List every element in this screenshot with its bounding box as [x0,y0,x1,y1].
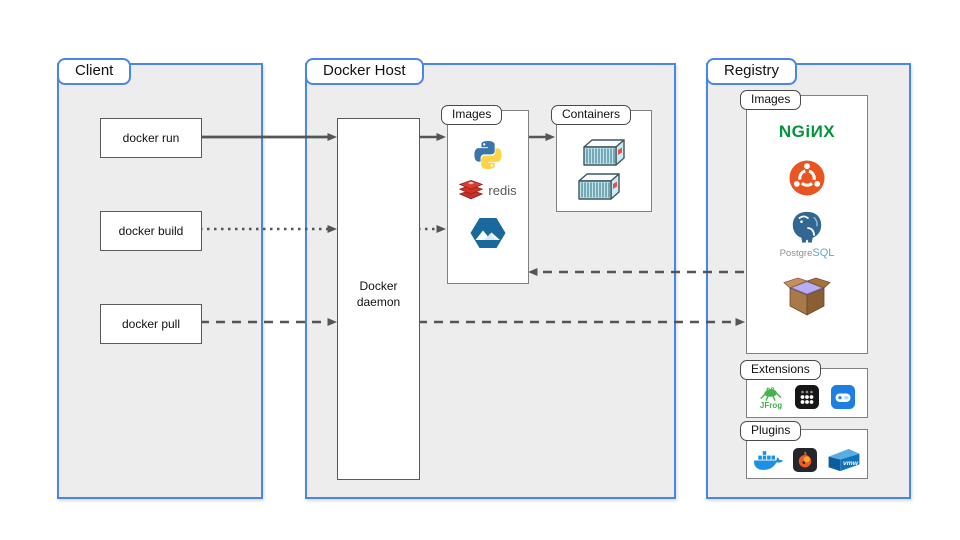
client-label: Client [75,62,114,79]
registry-images-box: NGiИX PostgreSQL [746,95,868,354]
postgresql-wordmark-blue: SQL [812,247,835,259]
postgresql-logo [792,211,822,243]
registry-images-tab: Images [740,90,802,110]
registry-section-tab: Registry [706,58,798,85]
container-icon [583,139,625,166]
docker-daemon-node: Docker daemon [337,118,420,480]
host-images-label: Images [452,107,492,121]
docker-run-node: docker run [100,118,202,158]
jfrog-wordmark: JFrog [759,401,783,410]
alpine-logo [470,218,506,248]
postgresql-wordmark: PostgreSQL [780,247,835,259]
docker-daemon-label: Docker daemon [356,279,401,309]
registry-plugins-tab: Plugins [740,421,802,441]
registry-extensions-tab: Extensions [740,360,821,380]
dots-grid-app-icon [795,385,819,409]
vmware-wordmark: vmw [843,460,859,467]
ubuntu-logo [789,160,825,196]
docker-build-node: docker build [100,211,202,251]
blue-app-icon [831,385,855,409]
registry-images-label: Images [751,92,791,106]
nginx-logo: NGiИX [778,122,836,141]
containers-box [556,110,652,212]
container-icon [578,173,620,200]
grafana-logo [793,447,817,472]
docker-run-label: docker run [122,131,180,145]
jfrog-frog-icon [760,387,782,401]
registry-label: Registry [724,62,780,79]
redis-logo [459,179,484,200]
python-logo [474,141,502,169]
docker-pull-node: docker pull [100,304,202,344]
redis-wordmark: redis [488,182,517,198]
open-box-icon [783,277,831,316]
registry-plugins-label: Plugins [751,423,791,437]
containers-label: Containers [562,107,621,121]
docker-host-section-tab: Docker Host [305,58,424,85]
docker-build-label: docker build [118,224,184,238]
docker-whale-logo [754,450,783,470]
docker-host-label: Docker Host [323,62,406,79]
postgresql-wordmark-gray: Postgre [779,248,813,259]
host-images-box: redis [447,110,529,284]
docker-pull-label: docker pull [121,317,181,331]
containers-tab: Containers [551,105,632,125]
host-images-tab: Images [441,105,503,125]
vmware-logo: vmw [828,448,860,472]
jfrog-logo: JFrog [759,384,783,410]
client-section-tab: Client [57,58,132,85]
registry-extensions-label: Extensions [751,362,810,376]
postgresql-logo-block: PostgreSQL [780,210,835,259]
